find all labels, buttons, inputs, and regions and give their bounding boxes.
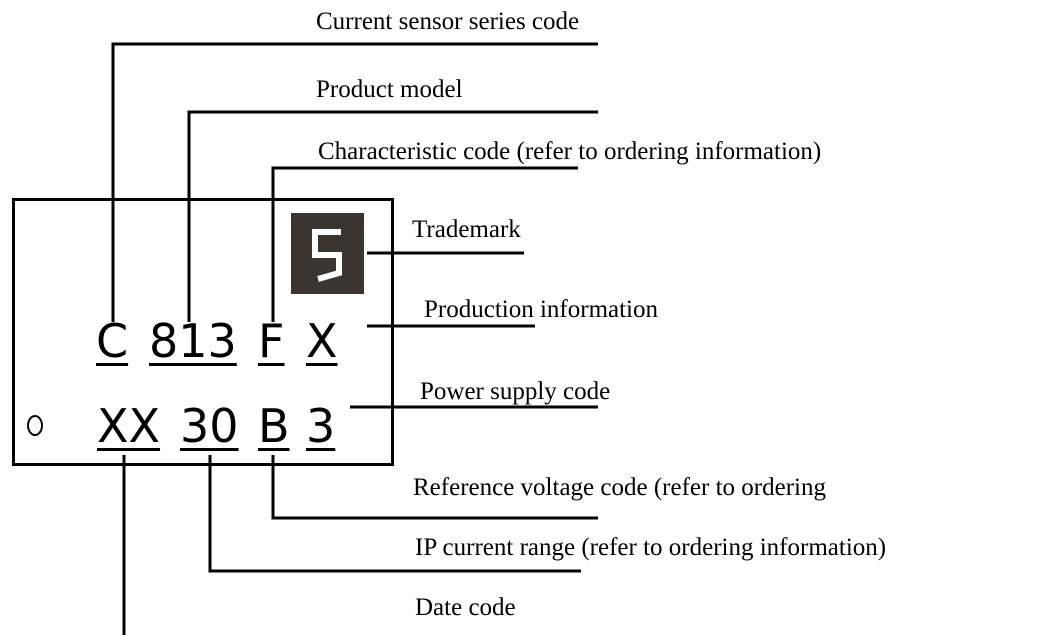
label-series: Current sensor series code	[316, 8, 580, 35]
code-series-letter: C	[96, 314, 129, 368]
label-power: Power supply code	[420, 378, 611, 405]
code-production: X	[306, 314, 338, 368]
label-characteristic: Characteristic code (refer to ordering i…	[318, 138, 822, 165]
code-reference: B	[258, 399, 290, 453]
label-ip-range: IP current range (refer to ordering info…	[415, 534, 887, 561]
label-trademark: Trademark	[412, 216, 521, 243]
label-date: Date code	[415, 594, 516, 621]
label-model: Product model	[316, 76, 463, 103]
code-ip-range: 30	[180, 399, 239, 453]
trademark-logo	[291, 213, 364, 294]
leader-series	[111, 42, 598, 322]
label-production: Production information	[424, 296, 658, 323]
leader-ip-range	[208, 455, 581, 573]
leader-model	[187, 110, 598, 322]
label-reference: Reference voltage code (refer to orderin…	[413, 474, 826, 501]
pin1-marker	[27, 415, 43, 436]
code-power: 3	[306, 399, 336, 453]
s-logo-icon	[312, 229, 342, 282]
code-characteristic: F	[258, 314, 285, 368]
leader-reference	[271, 455, 598, 520]
chip-outline	[12, 198, 394, 466]
code-product-model: 813	[149, 314, 237, 368]
code-date: XX	[97, 399, 161, 453]
leader-characteristic	[271, 166, 578, 322]
